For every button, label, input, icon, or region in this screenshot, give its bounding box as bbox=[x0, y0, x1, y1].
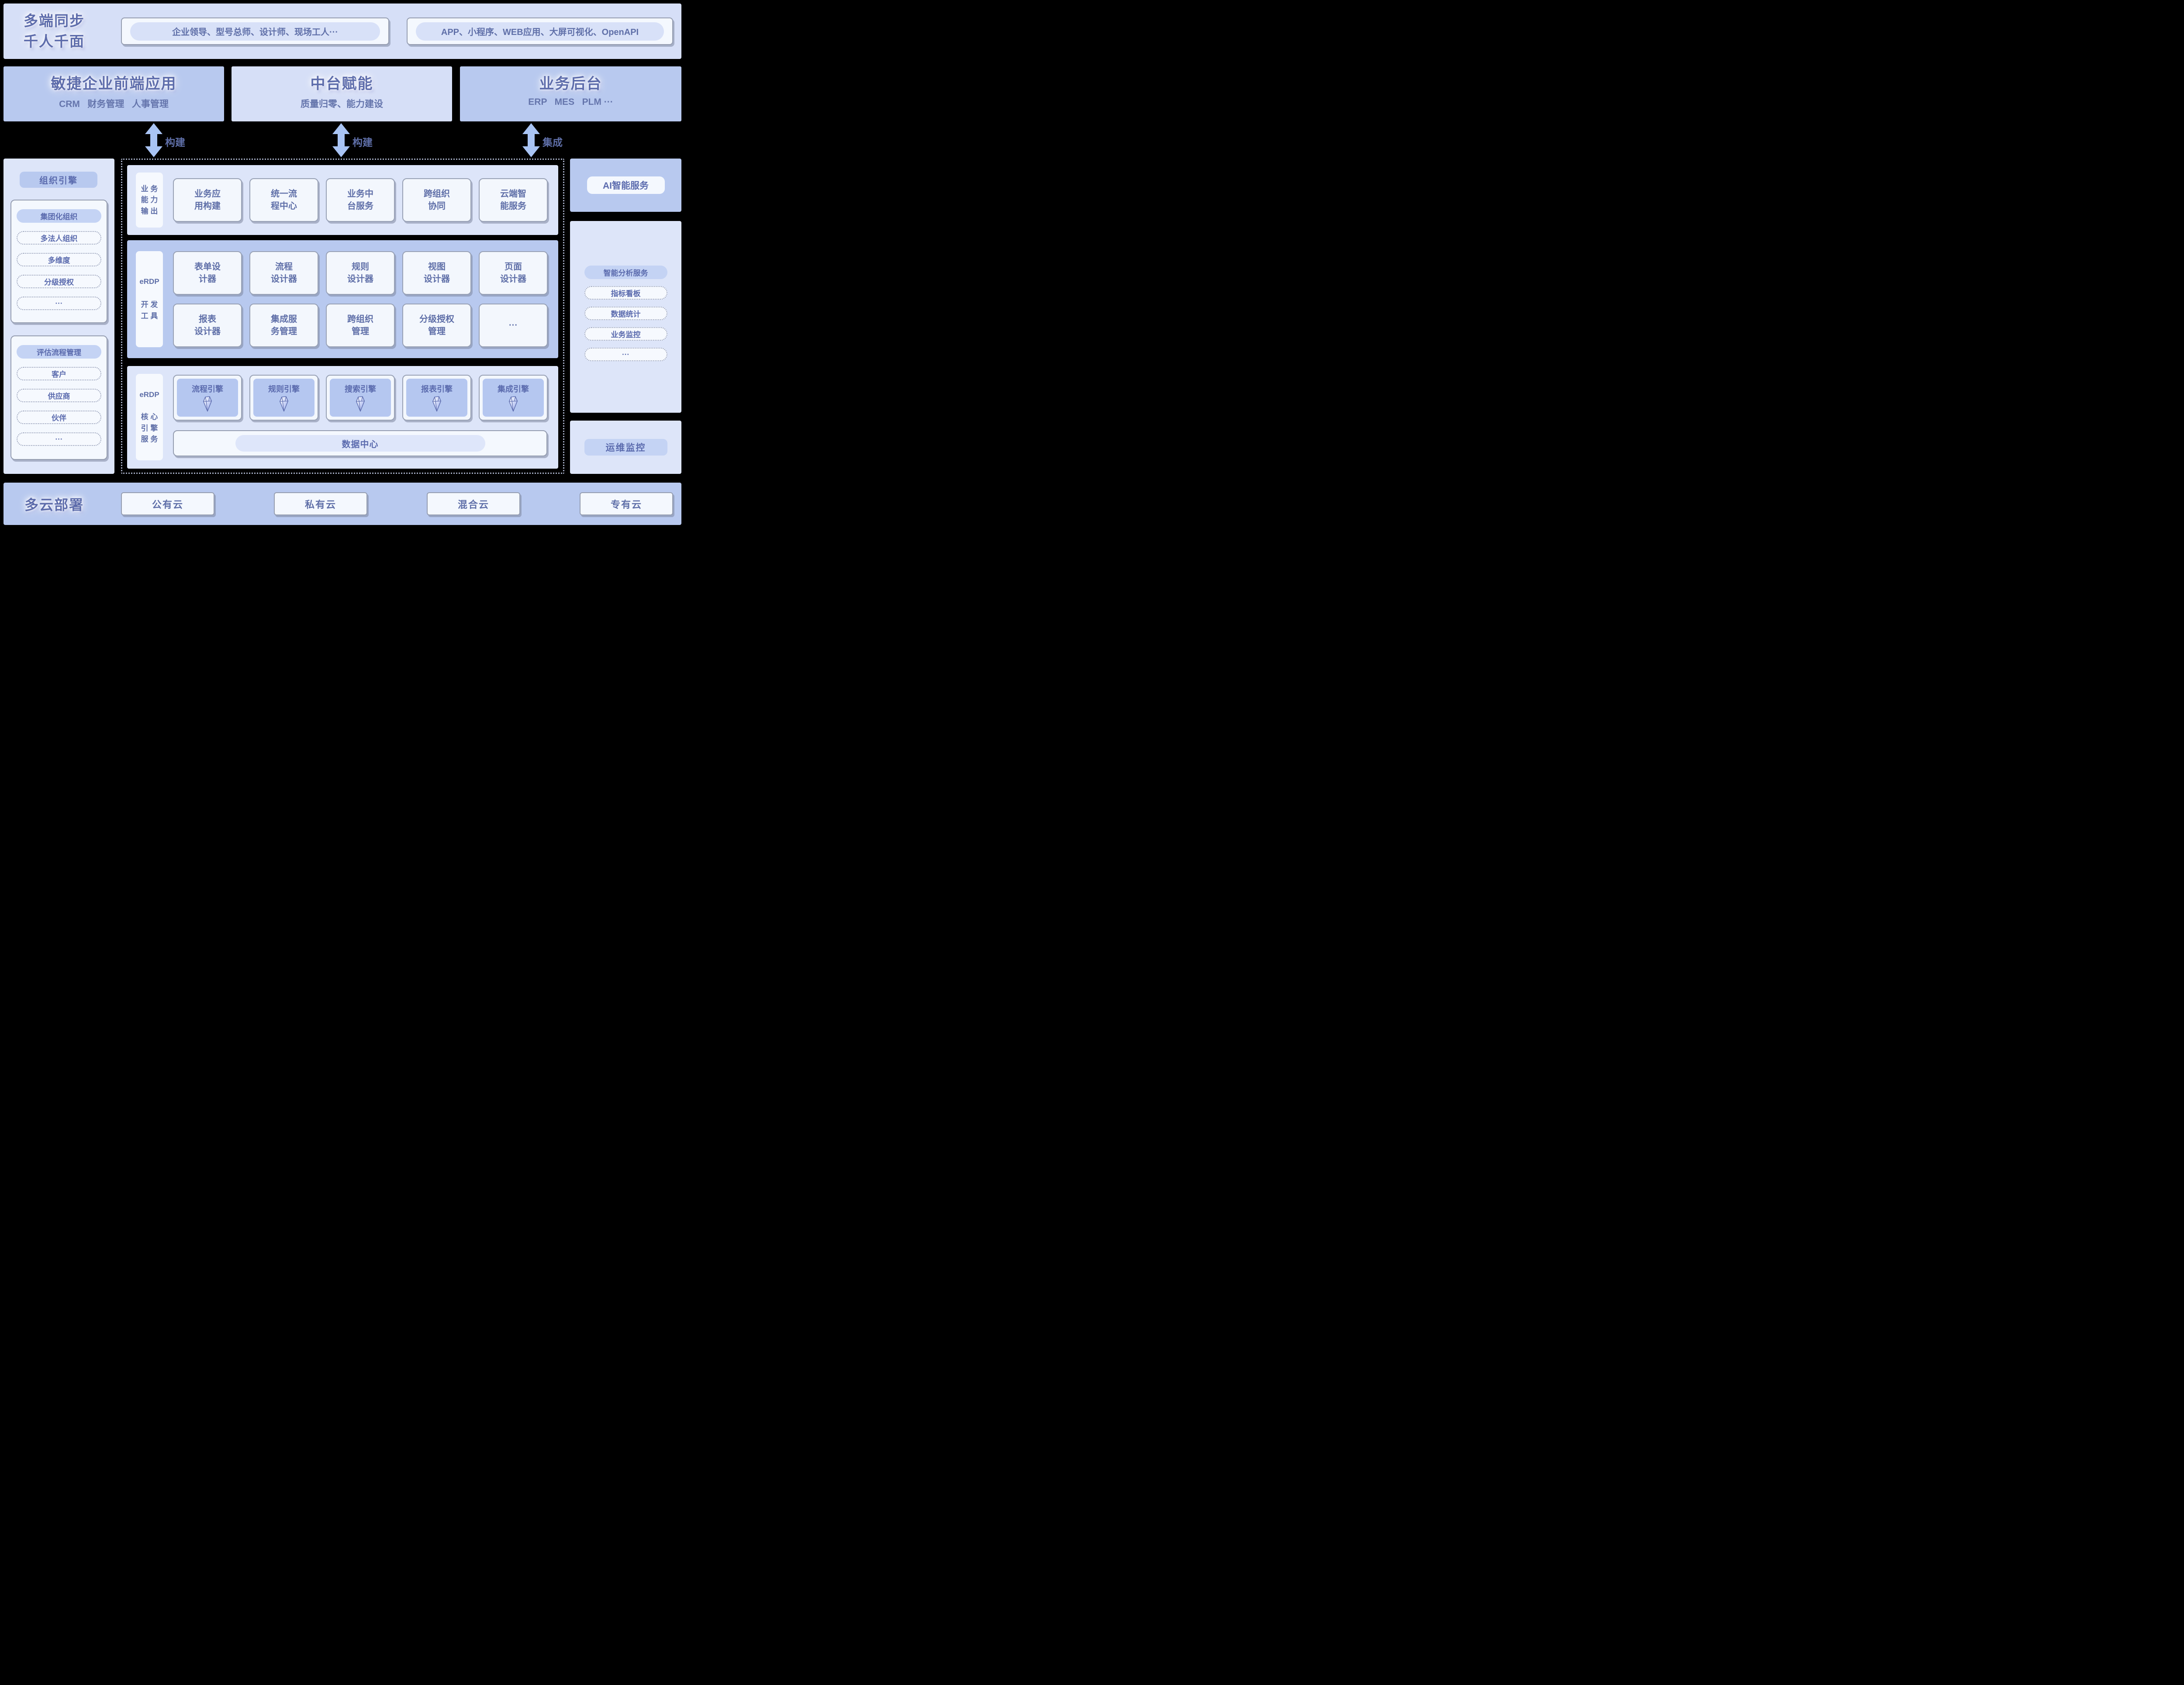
channels-pill: APP、小程序、WEB应用、大屏可视化、OpenAPI bbox=[416, 22, 664, 41]
data-center-bar: 数据中心 bbox=[173, 430, 547, 456]
analysis-service-panel: 智能分析服务 指标看板 数据统计 业务监控 ··· bbox=[570, 221, 681, 413]
cloud-private: 私有云 bbox=[274, 492, 367, 515]
layer-title: 业务后台 bbox=[539, 76, 602, 92]
layer-subtitle: 质量归零、能力建设 bbox=[301, 99, 383, 109]
evaluation-process-box: 评估流程管理 客户 供应商 伙伴 ··· bbox=[10, 335, 107, 460]
users-box: 企业领导、型号总师、设计师、现场工人··· bbox=[121, 17, 389, 45]
layer-frontend-apps: 敏捷企业前端应用 CRM 财务管理 人事管理 bbox=[3, 66, 224, 121]
group-organization-box: 集团化组织 多法人组织 多维度 分级授权 ··· bbox=[10, 200, 107, 323]
analysis-item: 业务监控 bbox=[584, 327, 667, 341]
ai-service-panel: AI智能服务 bbox=[570, 159, 681, 212]
capability-output-tab: 业 务 能 力 输 出 bbox=[136, 173, 163, 228]
capability-box: 统一流 程中心 bbox=[249, 178, 318, 222]
analysis-item-more: ··· bbox=[584, 348, 667, 361]
list-item: 供应商 bbox=[17, 389, 101, 402]
devtool-box: 表单设 计器 bbox=[173, 251, 242, 295]
list-item: 分级授权 bbox=[17, 275, 101, 288]
multi-terminal-band: 多端同步 千人千面 企业领导、型号总师、设计师、现场工人··· APP、小程序、… bbox=[3, 3, 681, 59]
capability-box: 业务中 台服务 bbox=[326, 178, 395, 222]
list-item: 多法人组织 bbox=[17, 231, 101, 245]
arrow-label-build-1: 构建 bbox=[165, 137, 185, 148]
engine-card: 流程引擎 bbox=[173, 375, 242, 421]
data-center-pill: 数据中心 bbox=[235, 435, 485, 452]
double-arrow-icon bbox=[332, 123, 351, 157]
gem-icon bbox=[203, 396, 212, 412]
cloud-public: 公有云 bbox=[121, 492, 214, 515]
band-title: 多端同步 千人千面 bbox=[24, 10, 85, 52]
layer-subtitle: ERP MES PLM ··· bbox=[528, 97, 613, 107]
cloud-dedicated: 专有云 bbox=[580, 492, 673, 515]
devtool-box: 分级授权 管理 bbox=[402, 304, 471, 347]
users-pill: 企业领导、型号总师、设计师、现场工人··· bbox=[130, 22, 380, 41]
multi-cloud-title: 多云部署 bbox=[24, 497, 84, 513]
devtool-box: 流程 设计器 bbox=[249, 251, 318, 295]
devtools-tab: eRDP 开 发 工 具 bbox=[136, 251, 163, 347]
arrow-label-build-2: 构建 bbox=[352, 137, 373, 148]
cloud-hybrid: 混合云 bbox=[427, 492, 520, 515]
list-item: 客户 bbox=[17, 367, 101, 380]
layer-title: 中台赋能 bbox=[310, 76, 373, 92]
band-title-line1: 多端同步 bbox=[24, 12, 85, 29]
layer-subtitle: CRM 财务管理 人事管理 bbox=[59, 99, 169, 109]
devtool-box-more: ··· bbox=[479, 304, 548, 347]
analysis-header: 智能分析服务 bbox=[584, 266, 667, 279]
capability-box: 业务应 用构建 bbox=[173, 178, 242, 222]
channels-box: APP、小程序、WEB应用、大屏可视化、OpenAPI bbox=[407, 17, 673, 45]
list-item-more: ··· bbox=[17, 297, 101, 310]
engine-card: 报表引擎 bbox=[402, 375, 471, 421]
devtool-box: 报表 设计器 bbox=[173, 304, 242, 347]
ops-monitor-pill: 运维监控 bbox=[584, 439, 667, 456]
engine-label: 报表引擎 bbox=[421, 385, 453, 394]
engine-card: 集成引擎 bbox=[479, 375, 548, 421]
architecture-diagram: 多端同步 千人千面 企业领导、型号总师、设计师、现场工人··· APP、小程序、… bbox=[0, 0, 685, 528]
engine-label: 搜索引擎 bbox=[345, 385, 376, 394]
devtools-section: eRDP 开 发 工 具 表单设 计器 流程 设计器 规则 设计器 视图 设计器… bbox=[127, 240, 558, 358]
gem-icon bbox=[509, 396, 518, 412]
gem-icon bbox=[356, 396, 365, 412]
list-item: 多维度 bbox=[17, 253, 101, 266]
analysis-item: 指标看板 bbox=[584, 286, 667, 300]
core-engines-tab: eRDP 核 心 引 擎 服 务 bbox=[136, 374, 163, 460]
layer-middle-platform: 中台赋能 质量归零、能力建设 bbox=[232, 66, 452, 121]
multi-cloud-band: 多云部署 公有云 私有云 混合云 专有云 bbox=[3, 483, 681, 525]
capability-box: 跨组织 协同 bbox=[402, 178, 471, 222]
layer-backend: 业务后台 ERP MES PLM ··· bbox=[460, 66, 681, 121]
engine-label: 流程引擎 bbox=[192, 385, 223, 394]
band-title-line2: 千人千面 bbox=[24, 33, 85, 50]
gem-icon bbox=[432, 396, 441, 412]
engine-card: 规则引擎 bbox=[249, 375, 318, 421]
engine-label: 集成引擎 bbox=[498, 385, 529, 394]
capability-box: 云端智 能服务 bbox=[479, 178, 548, 222]
layer-title: 敏捷企业前端应用 bbox=[51, 76, 177, 92]
core-engines-section: eRDP 核 心 引 擎 服 务 流程引擎 规则引擎 搜索引擎 bbox=[127, 366, 558, 469]
organization-engine-sidebar: 组织引擎 集团化组织 多法人组织 多维度 分级授权 ··· 评估流程管理 客户 … bbox=[3, 159, 114, 474]
group-header: 集团化组织 bbox=[17, 209, 101, 223]
devtool-box: 规则 设计器 bbox=[326, 251, 395, 295]
engine-label: 规则引擎 bbox=[268, 385, 300, 394]
engine-card: 搜索引擎 bbox=[326, 375, 395, 421]
gem-icon bbox=[280, 396, 288, 412]
devtool-box: 跨组织 管理 bbox=[326, 304, 395, 347]
erdp-platform-panel: 业 务 能 力 输 出 业务应 用构建 统一流 程中心 业务中 台服务 跨组织 … bbox=[121, 159, 564, 474]
capability-output-section: 业 务 能 力 输 出 业务应 用构建 统一流 程中心 业务中 台服务 跨组织 … bbox=[127, 165, 558, 235]
devtool-box: 页面 设计器 bbox=[479, 251, 548, 295]
organization-engine-title: 组织引擎 bbox=[20, 172, 97, 188]
double-arrow-icon bbox=[144, 123, 163, 157]
arrow-label-integrate: 集成 bbox=[543, 137, 563, 148]
list-item: 伙伴 bbox=[17, 411, 101, 424]
list-item-more: ··· bbox=[17, 432, 101, 446]
ai-service-pill: AI智能服务 bbox=[587, 176, 665, 194]
group-header: 评估流程管理 bbox=[17, 345, 101, 359]
double-arrow-icon bbox=[522, 123, 541, 157]
analysis-item: 数据统计 bbox=[584, 307, 667, 320]
devtool-box: 视图 设计器 bbox=[402, 251, 471, 295]
ops-monitor-panel: 运维监控 bbox=[570, 421, 681, 474]
devtool-box: 集成服 务管理 bbox=[249, 304, 318, 347]
